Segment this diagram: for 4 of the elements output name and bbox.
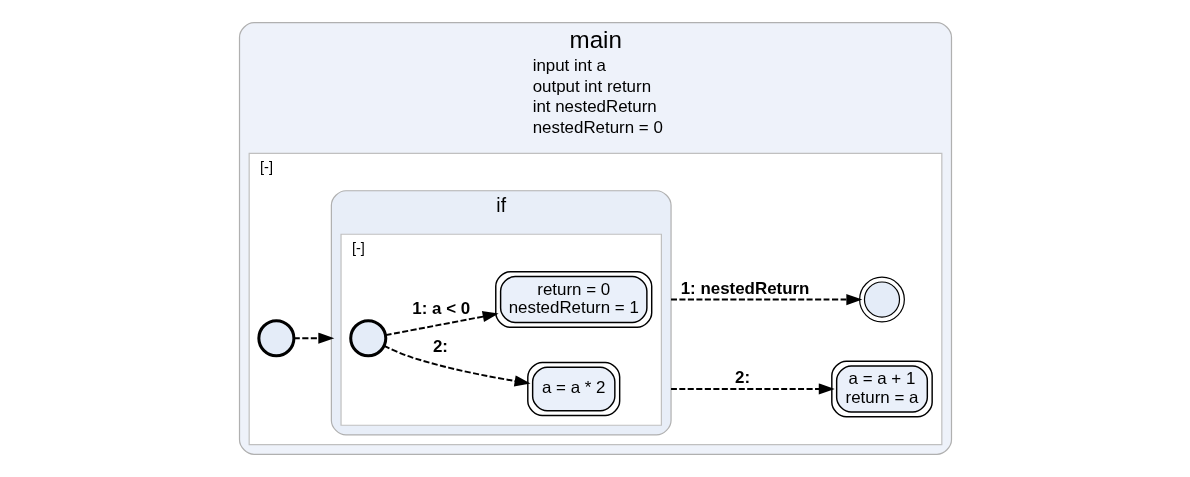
edge-label: 2: <box>734 368 750 388</box>
edge-label: 1: a < 0 <box>411 299 470 319</box>
edge-label: 2: <box>432 336 448 356</box>
edge-label: 1: nestedReturn <box>680 278 809 298</box>
